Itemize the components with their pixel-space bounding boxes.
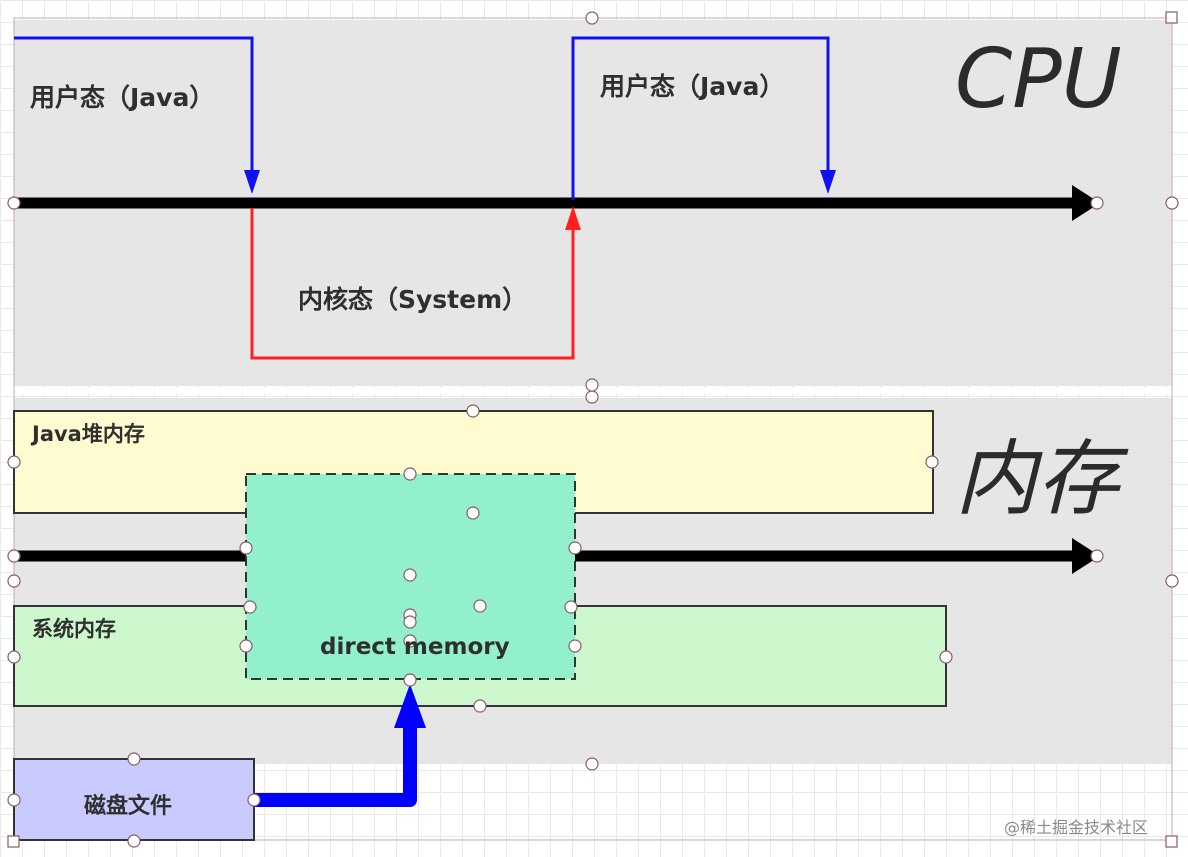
handle xyxy=(1165,574,1179,588)
direct-memory-label: direct memory xyxy=(320,634,510,660)
user-mode-arrowhead-1 xyxy=(244,170,260,194)
kernel-mode-path xyxy=(250,208,575,360)
handle xyxy=(585,378,599,392)
corner-handles xyxy=(7,11,1178,848)
user-mode-label-1: 用户态（Java） xyxy=(30,83,215,112)
handle xyxy=(1090,196,1104,210)
handle xyxy=(7,549,21,563)
handle xyxy=(403,467,417,481)
handle xyxy=(7,650,21,664)
handle xyxy=(1165,11,1178,24)
handle xyxy=(925,455,939,469)
kernel-mode-label: 内核态（System） xyxy=(298,285,528,314)
cpu-timeline-arrowhead xyxy=(1072,185,1100,221)
handle xyxy=(568,541,582,555)
handle xyxy=(127,752,141,766)
handle xyxy=(403,634,417,648)
user-mode-path-1 xyxy=(14,36,254,184)
handle xyxy=(403,673,417,687)
handle xyxy=(466,404,480,418)
handle xyxy=(7,455,21,469)
memory-timeline-arrowhead xyxy=(1072,538,1100,574)
handle xyxy=(1165,835,1178,848)
disk-file-box[interactable] xyxy=(13,758,255,841)
handle xyxy=(473,599,487,613)
handle xyxy=(243,600,257,614)
handle xyxy=(585,390,599,404)
handle xyxy=(585,757,599,771)
handle xyxy=(1165,196,1179,210)
handle xyxy=(939,650,953,664)
system-memory-label: 系统内存 xyxy=(32,617,116,641)
user-mode-arrowhead-2 xyxy=(820,170,836,194)
handle xyxy=(403,615,417,629)
user-mode-path-2 xyxy=(571,36,830,200)
watermark: @稀土掘金技术社区 xyxy=(1004,818,1149,837)
handle xyxy=(239,541,253,555)
handle xyxy=(568,639,582,653)
selection-handles xyxy=(7,11,1179,848)
kernel-mode-arrowhead xyxy=(565,206,581,230)
memory-title: 内存 xyxy=(955,432,1119,527)
handle xyxy=(7,793,21,807)
disk-file-label: 磁盘文件 xyxy=(84,794,173,819)
handle xyxy=(466,506,480,520)
java-heap-label: Java堆内存 xyxy=(32,422,145,446)
user-mode-label-2: 用户态（Java） xyxy=(600,72,785,101)
handle xyxy=(1090,549,1104,563)
handle xyxy=(127,834,141,848)
handle xyxy=(585,11,599,25)
handle xyxy=(7,196,21,210)
handle xyxy=(7,835,20,848)
disk-to-direct-flow xyxy=(254,720,417,807)
handle xyxy=(564,600,578,614)
handle xyxy=(247,793,261,807)
handle xyxy=(239,639,253,653)
handle xyxy=(473,699,487,713)
cpu-title: CPU xyxy=(955,32,1122,127)
handle xyxy=(7,574,21,588)
handle xyxy=(403,568,417,582)
disk-to-direct-arrowhead xyxy=(394,684,426,728)
